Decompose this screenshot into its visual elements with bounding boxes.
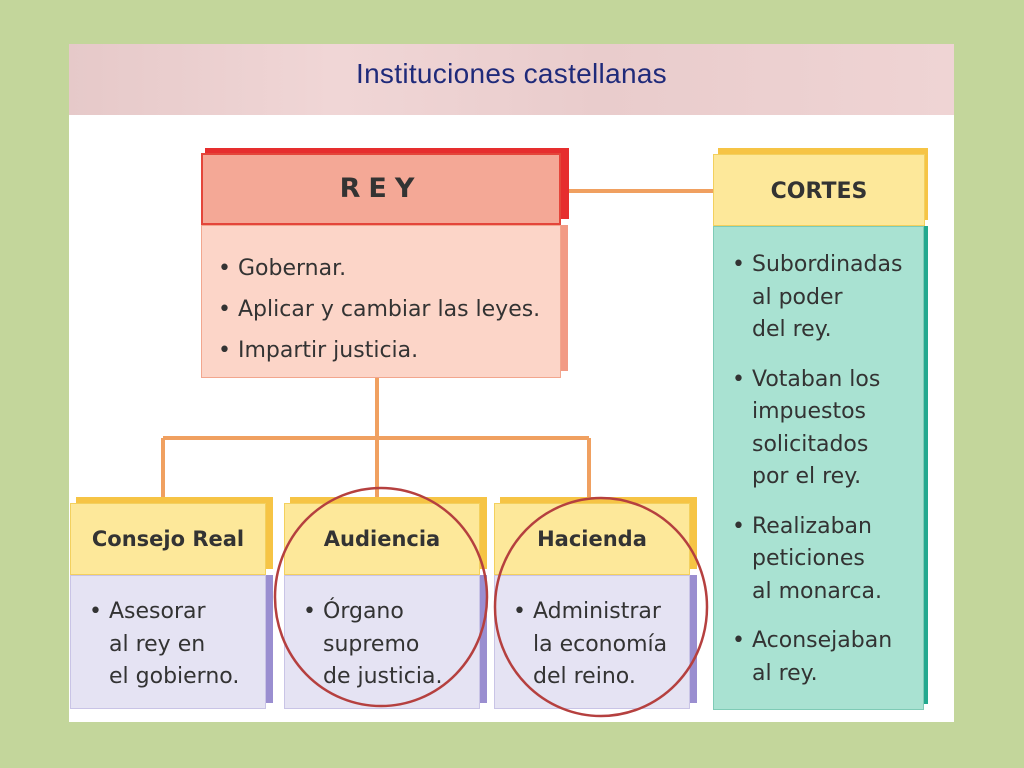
list-line: Asesorar <box>109 599 206 624</box>
list-line: el gobierno. <box>109 664 240 689</box>
list-line: Órgano <box>323 599 404 624</box>
audiencia-header-side-edge <box>479 497 487 569</box>
list-item: Impartir justicia. <box>218 330 540 371</box>
hacienda-header-side-edge <box>689 497 697 569</box>
list-item: Votaban los impuestos solicitados por el… <box>732 364 902 494</box>
cortes-header: CORTES <box>713 154 925 226</box>
list-item: Gobernar. <box>218 248 540 289</box>
consejo-header-side-edge <box>265 497 273 569</box>
list-line: solicitados <box>752 431 869 457</box>
rey-title: REY <box>339 173 423 204</box>
list-line: Aconsejaban <box>752 628 893 653</box>
list-line: al rey en <box>109 631 206 657</box>
list-line: de justicia. <box>323 664 443 689</box>
consejo-real-header: Consejo Real <box>70 503 266 575</box>
list-item: Administrar la economía del reino. <box>513 596 668 694</box>
consejo-real-body: Asesorar al rey en el gobierno. <box>70 575 266 709</box>
cortes-header-top-edge <box>718 148 926 154</box>
hacienda-header: Hacienda <box>494 503 690 575</box>
audiencia-highlight-circle <box>273 486 489 708</box>
list-line: Administrar <box>533 599 661 624</box>
consejo-header-top-edge <box>76 497 268 503</box>
list-line: Realizaban <box>752 513 872 539</box>
list-line: la economía <box>533 631 668 657</box>
page-title: Instituciones castellanas <box>355 58 667 89</box>
list-line: por el rey. <box>752 464 862 489</box>
cortes-body: Subordinadas al poder del rey. Votaban l… <box>713 226 924 710</box>
list-line: al poder <box>752 284 843 310</box>
list-line: Subordinadas <box>752 252 903 277</box>
audiencia-title: Audiencia <box>323 527 441 551</box>
list-item: Aplicar y cambiar las leyes. <box>218 289 540 330</box>
list-line: al rey. <box>752 660 818 686</box>
audiencia-list: Órgano supremo de justicia. <box>303 596 443 694</box>
list-item: Realizaban peticiones al monarca. <box>732 511 902 609</box>
rey-header-side-edge <box>561 149 569 219</box>
audiencia-body: Órgano supremo de justicia. <box>284 575 480 709</box>
list-item: Órgano supremo de justicia. <box>303 596 443 694</box>
consejo-real-title: Consejo Real <box>91 527 245 551</box>
audiencia-header: Audiencia <box>284 503 480 575</box>
audiencia-body-side-edge <box>479 575 487 703</box>
list-line: impuestos <box>752 399 866 424</box>
consejo-real-list: Asesorar al rey en el gobierno. <box>89 596 240 694</box>
list-line: peticiones <box>752 546 865 571</box>
rey-header-top-edge <box>205 148 569 154</box>
list-item: Aconsejaban al rey. <box>732 625 902 690</box>
cortes-title: CORTES <box>770 179 868 204</box>
list-line: supremo <box>323 631 420 657</box>
audiencia-header-top-edge <box>290 497 482 503</box>
hacienda-body: Administrar la economía del reino. <box>494 575 690 709</box>
rey-header: REY <box>201 153 561 225</box>
rey-body-side-edge <box>561 225 568 371</box>
list-item: Asesorar al rey en el gobierno. <box>89 596 240 694</box>
list-item: Subordinadas al poder del rey. <box>732 249 903 347</box>
cortes-list: Subordinadas al poder del rey. Votaban l… <box>732 249 903 707</box>
list-line: al monarca. <box>752 578 883 604</box>
hacienda-title: Hacienda <box>537 527 647 551</box>
hacienda-body-side-edge <box>689 575 697 703</box>
list-line: del rey. <box>752 317 832 342</box>
hacienda-list: Administrar la economía del reino. <box>513 596 668 694</box>
title-band: Instituciones castellanas <box>69 44 954 115</box>
consejo-body-side-edge <box>265 575 273 703</box>
cortes-body-side-edge <box>920 226 928 704</box>
list-line: del reino. <box>533 664 636 689</box>
rey-list: Gobernar. Aplicar y cambiar las leyes. I… <box>218 248 540 371</box>
hacienda-highlight-circle <box>493 496 709 718</box>
hacienda-header-top-edge <box>500 497 692 503</box>
rey-body: Gobernar. Aplicar y cambiar las leyes. I… <box>201 225 561 378</box>
list-line: Votaban los <box>752 366 881 392</box>
